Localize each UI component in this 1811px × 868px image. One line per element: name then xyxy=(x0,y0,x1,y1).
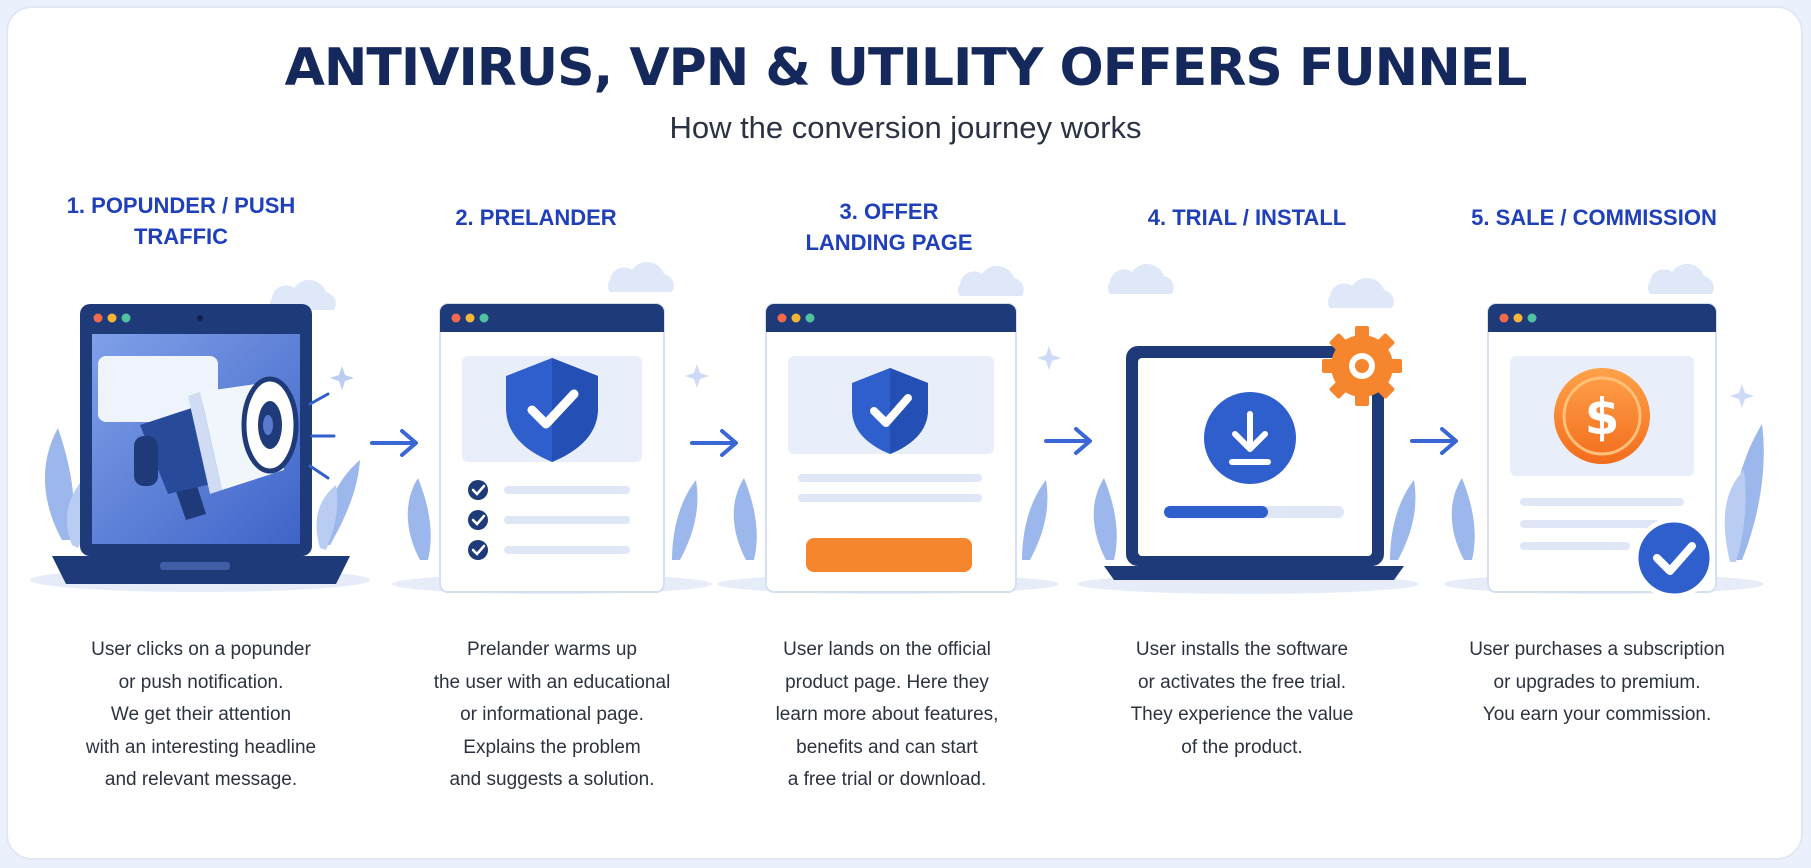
arrow-right-icon xyxy=(685,364,738,457)
svg-text:$: $ xyxy=(1585,388,1620,446)
cta-button-shape xyxy=(806,538,972,572)
step-1-title: 1. POPUNDER / PUSH TRAFFIC xyxy=(66,193,296,249)
step-2-title: 2. PRELANDER xyxy=(455,205,617,230)
step-3-title: 3. OFFER LANDING PAGE xyxy=(805,199,973,255)
gear-icon xyxy=(1322,326,1402,406)
step-1-description: User clicks on a popunder or push notifi… xyxy=(85,639,317,790)
arrow-right-icon xyxy=(1037,346,1092,455)
page-title: ANTIVIRUS, VPN & UTILITY OFFERS FUNNEL xyxy=(284,38,1528,98)
check-badge-icon xyxy=(1633,517,1715,599)
page-subtitle: How the conversion journey works xyxy=(669,110,1142,145)
step-2-description: Prelander warms up the user with an educ… xyxy=(433,639,671,790)
step-3-description: User lands on the official product page.… xyxy=(775,639,999,790)
shield-cta-browser-icon xyxy=(718,265,1058,594)
download-laptop-icon xyxy=(1078,263,1418,594)
step-5-description: User purchases a subscription or upgrade… xyxy=(1469,639,1725,725)
step-4-title: 4. TRIAL / INSTALL xyxy=(1147,205,1347,230)
install-progress-fill xyxy=(1164,506,1268,518)
dollar-coin-browser-icon: $ xyxy=(1444,263,1764,599)
arrow-right-icon xyxy=(370,429,418,457)
shield-checklist-browser-icon xyxy=(392,261,712,594)
step-5-title: 5. SALE / COMMISSION xyxy=(1471,205,1717,230)
arrow-right-icon xyxy=(1410,427,1458,455)
step-4-description: User installs the software or activates … xyxy=(1130,639,1354,758)
megaphone-laptop-icon xyxy=(30,279,370,592)
